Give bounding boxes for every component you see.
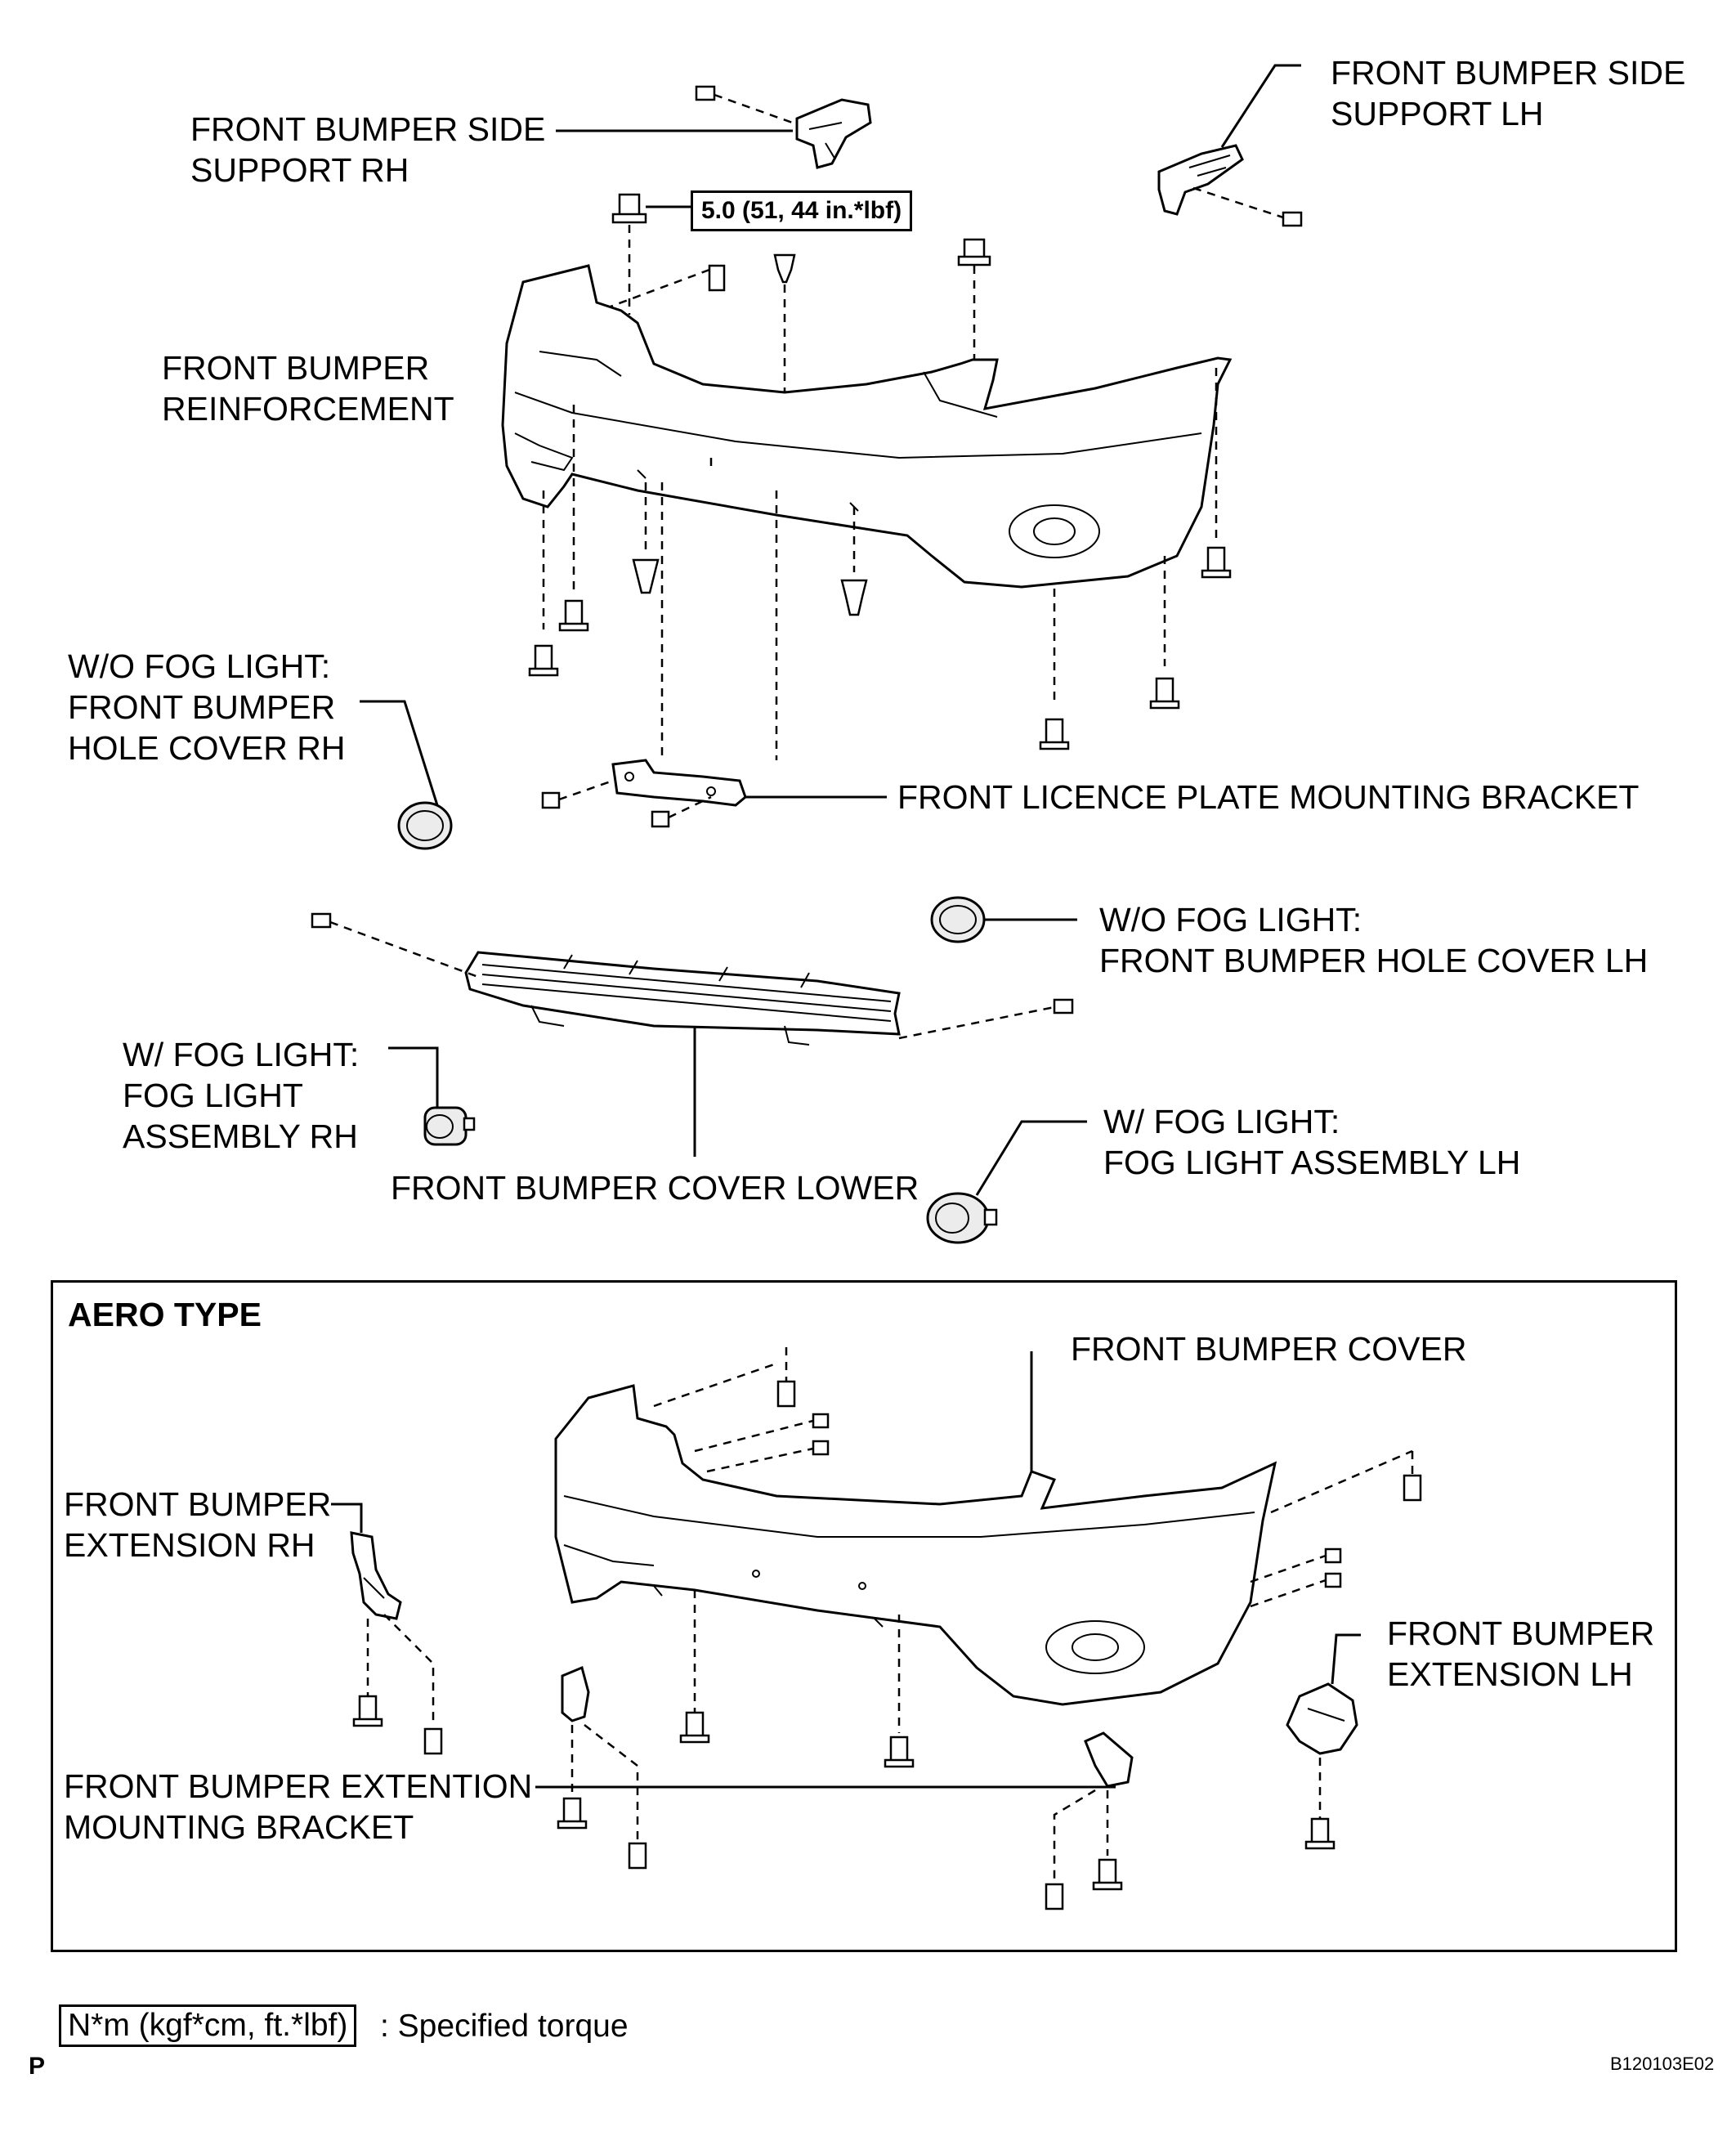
bolt-cover-lower-lh: [1053, 998, 1074, 1014]
extension-lh-part: [1286, 1682, 1358, 1755]
clip-top: [773, 253, 796, 284]
label-side-support-lh: FRONT BUMPER SIDE SUPPORT LH: [1331, 54, 1686, 132]
bumper-cover-lower-part: [464, 951, 901, 1046]
bolt-lower-1: [528, 644, 559, 677]
bolt-top-1: [708, 264, 726, 292]
bracket-lh-bolt-1: [1092, 1858, 1123, 1891]
bolt-top-2: [957, 238, 991, 266]
torque-callout: 5.0 (51, 44 in.*lbf): [691, 190, 913, 231]
label-extension-rh: FRONT BUMPER EXTENSION RH: [64, 1485, 332, 1564]
bracket-lh-bolt-2: [1045, 1883, 1064, 1910]
legend-unit-box: N*m (kgf*cm, ft.*lbf): [59, 2004, 357, 2047]
bolt-lower-5: [1201, 546, 1232, 579]
licence-plate-bracket-part: [611, 759, 747, 807]
aero-bolt-lower-2: [884, 1736, 915, 1768]
side-support-lh-part: [1157, 144, 1244, 216]
side-support-rh-part: [795, 98, 872, 169]
label-licence-bracket: FRONT LICENCE PLATE MOUNTING BRACKET: [897, 778, 1640, 816]
label-fog-light-lh: W/ FOG LIGHT: FOG LIGHT ASSEMBLY LH: [1103, 1103, 1521, 1181]
legend-text: : Specified torque: [380, 2009, 629, 2044]
bolt-bracket-1: [541, 791, 561, 809]
torque-bolt: [611, 193, 647, 224]
bolt-lower-2: [558, 599, 589, 632]
bolt-side-support-lh: [1282, 211, 1303, 227]
aero-bolt-lower-1: [679, 1711, 710, 1744]
label-reinforcement: FRONT BUMPER REINFORCEMENT: [162, 349, 454, 428]
bolt-cover-lower-rh: [311, 912, 332, 929]
label-cover-lower: FRONT BUMPER COVER LOWER: [391, 1169, 919, 1207]
label-hole-cover-lh: W/O FOG LIGHT: FRONT BUMPER HOLE COVER L…: [1099, 901, 1649, 979]
ext-lh-bolt: [1304, 1817, 1336, 1850]
label-aero-type: AERO TYPE: [68, 1296, 262, 1333]
clip-lower-2: [840, 579, 868, 616]
ext-rh-bolt-1: [352, 1695, 383, 1727]
clip-lower-1: [632, 558, 660, 594]
label-hole-cover-rh: W/O FOG LIGHT: FRONT BUMPER HOLE COVER R…: [68, 647, 346, 767]
bolt-lower-3: [1039, 718, 1070, 750]
label-side-support-rh: FRONT BUMPER SIDE SUPPORT RH: [190, 110, 546, 189]
aero-bolt-top-3: [812, 1440, 830, 1456]
ext-bracket-rh-part: [561, 1665, 590, 1722]
label-fog-light-rh: W/ FOG LIGHT: FOG LIGHT ASSEMBLY RH: [123, 1036, 360, 1155]
ext-bracket-lh-part: [1084, 1731, 1134, 1788]
bolt-side-support-rh: [695, 85, 716, 101]
hole-cover-rh-part: [397, 801, 453, 850]
label-bumper-cover: FRONT BUMPER COVER: [1071, 1330, 1467, 1368]
bolt-bracket-2: [651, 810, 670, 828]
extension-rh-part: [350, 1531, 402, 1620]
bracket-rh-bolt-2: [628, 1842, 647, 1870]
aero-bolt-top-4: [1403, 1474, 1422, 1502]
label-extension-lh: FRONT BUMPER EXTENSION LH: [1387, 1615, 1655, 1693]
page-letter: P: [29, 2053, 46, 2080]
aero-type-section: [51, 1280, 1677, 1952]
bolt-lower-4: [1149, 677, 1180, 710]
aero-bumper-cover-part: [554, 1384, 1277, 1706]
ext-rh-bolt-2: [423, 1727, 443, 1755]
fog-light-rh-part: [423, 1106, 476, 1146]
front-bumper-reinforcement-part: [501, 264, 1233, 589]
fog-light-lh-part: [926, 1192, 998, 1244]
figure-code: B120103E02: [1610, 2054, 1715, 2074]
bracket-rh-bolt-1: [557, 1797, 588, 1830]
label-ext-bracket: FRONT BUMPER EXTENTION MOUNTING BRACKET: [64, 1767, 533, 1846]
hole-cover-lh-part: [930, 896, 986, 943]
